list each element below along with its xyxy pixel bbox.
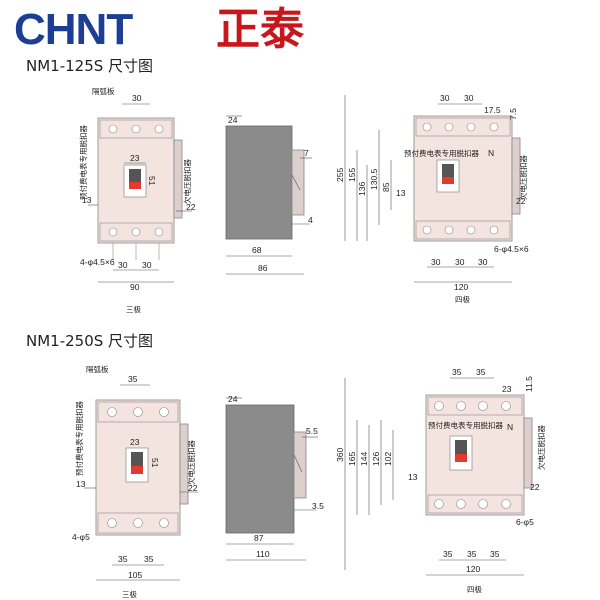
dim-left: 13 [82,195,92,205]
dim-left: 13 [396,188,406,198]
n-label: N [507,422,513,432]
dim-pitch1: 30 [431,257,441,267]
dim-side-top: 24 [228,394,238,404]
dim-top: 30 [132,93,142,103]
dim-pitch1: 35 [118,554,128,564]
dim-width: 120 [466,564,480,574]
dim-side-right: 5.5 [306,426,318,436]
dim-right-top: 17.5 [484,105,501,115]
dim-right-top: 23 [502,384,512,394]
breaker-body [413,115,513,242]
dim-left: 13 [76,479,86,489]
dim-side-depth2: 86 [258,263,268,273]
dim-h1: 255 [335,168,345,182]
dim-top2: 35 [476,367,486,377]
dim-pitch2: 30 [142,260,152,270]
nm1-250s-side-view [225,397,318,561]
chnt-logo: CHNT [14,5,133,54]
dim-h4: 126 [371,452,381,466]
n-label: N [488,148,494,158]
arc-plate-label: 隔弧板 [92,86,115,96]
dim-handle-width: 23 [130,153,140,163]
dim-right-top2: 7.5 [508,108,518,120]
breaker-side-body [225,125,293,240]
nm1-125s-three-pole-view [88,103,192,283]
dim-side-depth2: 110 [256,549,270,559]
undervoltage-label: 欠电压脱扣器 [536,425,546,470]
dim-holes: 4-φ4.5×6 [80,257,115,267]
dim-holes: 6-φ4.5×6 [494,244,529,254]
breaker-side-body [225,404,295,534]
dim-right: 22 [186,202,196,212]
dim-pitch2: 35 [144,554,154,564]
dim-pitch1: 35 [443,549,453,559]
dim-h3: 136 [357,182,367,196]
prepaid-trip-label: 预付费电表专用脱扣器 [428,420,503,430]
undervoltage-label: 欠电压脱扣器 [518,155,528,200]
dim-width: 90 [130,282,140,292]
dim-pitch1: 30 [118,260,128,270]
dim-left: 13 [408,472,418,482]
dim-holes: 4-φ5 [72,532,90,542]
four-pole-caption: 四极 [467,584,482,594]
dim-right: 22 [188,483,198,493]
nm1-250s-four-pole-view [344,377,533,576]
dim-handle-height: 51 [150,458,160,468]
dim-top2: 30 [464,93,474,103]
dim-side-right: 7 [304,148,309,158]
nm1-125s-side-view [225,115,312,275]
chnt-chinese-logo: 正泰 [216,4,304,55]
dim-side-depth1: 87 [254,533,264,543]
dim-top1: 35 [452,367,462,377]
breaker-body [425,394,525,516]
dim-side-low: 3.5 [312,501,324,511]
dim-pitch3: 35 [490,549,500,559]
dim-holes: 6-φ5 [516,517,534,527]
dim-handle-height: 51 [147,176,157,186]
dim-width: 120 [454,282,468,292]
dim-h4: 130.5 [369,168,379,190]
dim-pitch2: 30 [455,257,465,267]
three-pole-caption: 三极 [122,589,137,599]
dim-pitch3: 30 [478,257,488,267]
dim-top: 35 [128,374,138,384]
dim-side-depth1: 68 [252,245,262,255]
three-pole-caption: 三极 [126,304,141,314]
dim-h2: 165 [347,452,357,466]
prepaid-trip-label: 预付费电表专用脱扣器 [78,125,88,200]
nm1-125s-four-pole-view [344,95,521,283]
arc-plate-label: 隔弧板 [86,364,109,374]
dim-handle-width: 23 [130,437,140,447]
dim-right-top2: 11.5 [524,376,534,392]
undervoltage-label: 欠电压脱扣器 [182,159,192,204]
undervoltage-label: 欠电压脱扣器 [186,440,196,485]
prepaid-trip-label: 预付费电表专用脱扣器 [74,401,84,476]
dim-h5: 102 [383,452,393,466]
section-title-nm1-125s: NM1-125S 尺寸图 [26,57,154,75]
side-accessory [173,139,183,219]
dim-pitch2: 35 [467,549,477,559]
dim-side-low: 4 [308,215,313,225]
four-pole-caption: 四极 [455,294,470,304]
dim-right: 22 [530,482,540,492]
dim-h2: 155 [347,168,357,182]
prepaid-trip-label: 预付费电表专用脱扣器 [404,148,479,158]
dim-top1: 30 [440,93,450,103]
nm1-250s-three-pole-view [84,384,198,581]
section-title-nm1-250s: NM1-250S 尺寸图 [26,332,154,350]
dim-h1: 360 [335,448,345,462]
dim-right: 22 [516,196,526,206]
dim-width: 105 [128,570,142,580]
dim-h5: 85 [381,182,391,192]
dim-side-top: 24 [228,115,238,125]
dim-h3: 144 [359,452,369,466]
